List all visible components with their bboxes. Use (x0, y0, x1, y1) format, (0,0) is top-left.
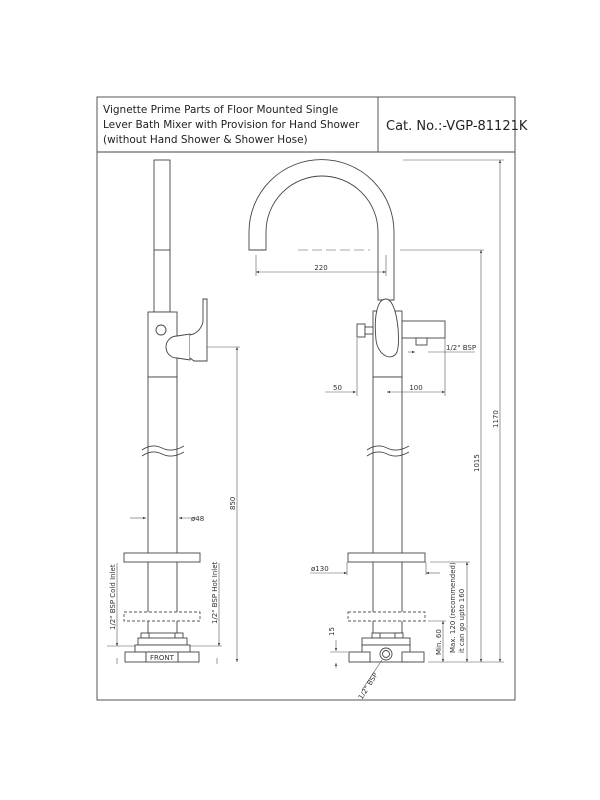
diameter-48-label: ø48 (191, 515, 204, 523)
base-height-label: 15 (328, 627, 336, 636)
title-line-3: (without Hand Shower & Shower Hose) (103, 134, 308, 146)
catalog-number: Cat. No.:-VGP-81121K (386, 119, 528, 134)
knob-offset-label: 50 (333, 384, 342, 392)
lever-handle (189, 298, 208, 362)
column-tube (372, 376, 403, 634)
total-height-label: 1170 (492, 410, 500, 428)
base-foot-right (177, 651, 200, 663)
shower-rail-tube (153, 159, 171, 313)
height-850-label: 850 (229, 497, 237, 510)
front-label: FRONT (150, 654, 175, 662)
min-depth-label: Min. 60 (435, 629, 443, 655)
spout-height-label: 1015 (473, 454, 481, 472)
lever-handle (374, 298, 399, 358)
break-line (366, 445, 410, 457)
plate-diameter-label: ø130 (311, 565, 329, 573)
max-depth-label-1: Max. 120 (recommended) (449, 562, 457, 653)
inlet-port (379, 647, 393, 661)
base-foot-right (401, 651, 425, 663)
floor-level-plate (347, 611, 426, 622)
outlet-thread-label: 1/2" BSP (446, 344, 476, 352)
bath-spout (401, 320, 446, 339)
title-line-2: Lever Bath Mixer with Provision for Hand… (103, 119, 360, 131)
floor-level-plate (123, 611, 201, 622)
handle-knob (165, 335, 178, 359)
diverter-hole (155, 324, 167, 336)
floor-plate (347, 552, 426, 563)
max-depth-label-2: it can go upto 160 (458, 589, 466, 653)
gooseneck-spout (248, 159, 395, 301)
diverter-knob (356, 323, 366, 338)
spout-reach-label: 220 (314, 264, 327, 272)
hand-shower-outlet (415, 337, 428, 346)
base-foot-left (124, 651, 147, 663)
front-view: 220 50 100 1/2" BSP 1170 1015 ø130 Max. … (248, 159, 504, 701)
side-view: FRONT ø48 850 1/2" BSP Cold Inlet 1/2" B… (107, 159, 240, 664)
title-line-1: Vignette Prime Parts of Floor Mounted Si… (103, 104, 338, 116)
drawing-frame (96, 96, 516, 701)
base-foot-left (348, 651, 371, 663)
hot-inlet-label: 1/2" BSP Hot Inlet (211, 561, 219, 624)
floor-plate (123, 552, 201, 563)
outlet-offset-label: 100 (409, 384, 422, 392)
break-line (141, 445, 185, 457)
cold-inlet-label: 1/2" BSP Cold Inlet (109, 564, 117, 630)
column-tube (147, 376, 178, 634)
inlet-thread-label: 1/2" BSP (357, 671, 380, 701)
title-block: Vignette Prime Parts of Floor Mounted Si… (103, 104, 528, 146)
